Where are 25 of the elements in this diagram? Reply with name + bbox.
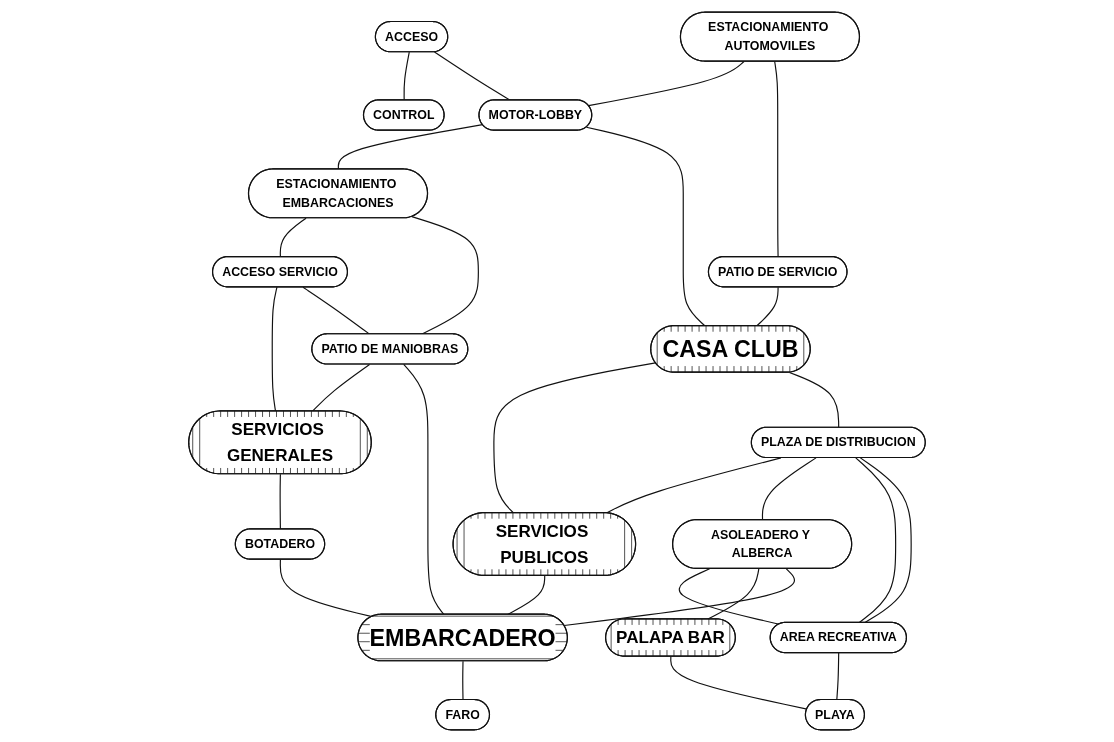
connector (433, 51, 511, 101)
connector (279, 473, 281, 530)
connector (279, 217, 307, 258)
connector (788, 371, 840, 429)
connector (403, 363, 445, 616)
connector (507, 575, 546, 616)
connector (311, 363, 371, 412)
connector (563, 568, 796, 627)
connector (774, 60, 779, 258)
connector (587, 60, 745, 107)
connector (855, 457, 897, 624)
connector (670, 655, 808, 710)
connector (337, 124, 484, 170)
connector (271, 286, 278, 412)
connector (302, 286, 371, 335)
connector (585, 126, 706, 327)
connector (403, 51, 410, 101)
connector (678, 568, 780, 625)
connector (756, 286, 779, 327)
connector (836, 652, 840, 701)
connector (279, 558, 373, 618)
connector (859, 457, 912, 624)
connector (462, 660, 464, 701)
connector (761, 457, 817, 521)
connector (411, 216, 479, 335)
